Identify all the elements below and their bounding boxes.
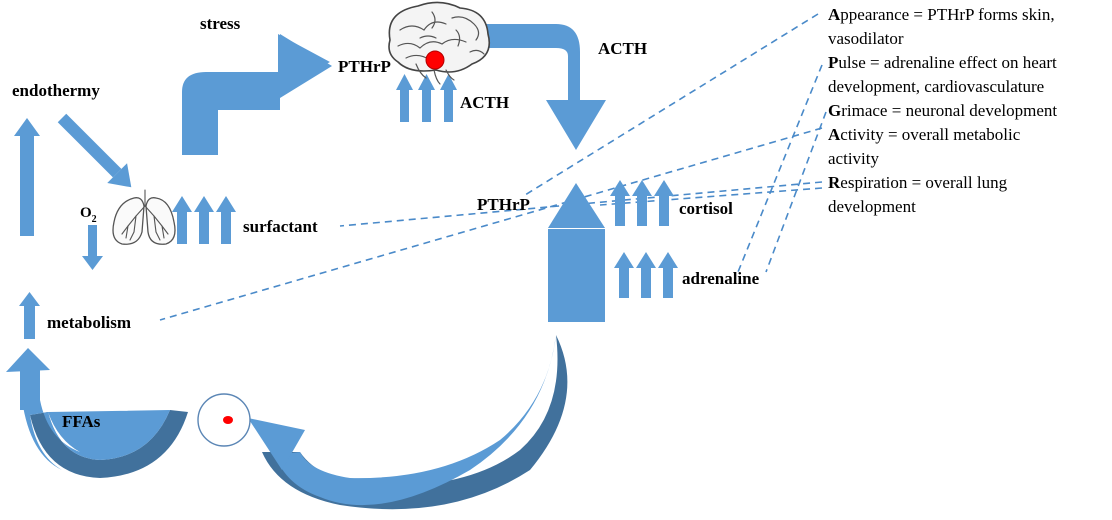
oxygen-down-arrow <box>82 225 103 270</box>
adrenaline-increase-arrows <box>614 252 678 298</box>
adrenal-to-fat-arrowhead <box>248 418 305 470</box>
label-cortisol: cortisol <box>679 199 733 218</box>
surfactant-increase-arrows <box>172 196 236 244</box>
label-acth-top: ACTH <box>598 39 647 58</box>
apgar-line: Appearance = PTHrP forms skin, <box>828 5 1055 24</box>
apgar-line: vasodilator <box>828 29 904 48</box>
label-pthrp-adrenal: PTHrP <box>477 195 530 214</box>
apgar-line: Grimace = neuronal development <box>828 101 1057 120</box>
link-appearance-pthrp <box>524 13 819 196</box>
ffas-arrow <box>22 400 170 470</box>
endothermy-to-lungs-arrow <box>57 113 132 188</box>
adrenal-body <box>548 229 605 322</box>
label-endothermy: endothermy <box>12 81 100 100</box>
pthrp-dot <box>425 50 445 70</box>
label-surfactant: surfactant <box>243 217 318 236</box>
link-grimace-brain <box>765 111 827 273</box>
label-oxygen: O2 <box>80 205 97 225</box>
lungs-icon <box>112 189 176 245</box>
link-activity-metabolism <box>159 127 823 321</box>
ffas-arrow-stem <box>20 370 40 410</box>
cortisol-increase-arrows <box>610 180 674 226</box>
acth-arrow <box>484 24 606 150</box>
apgar-line: Respiration = overall lung <box>828 173 1008 192</box>
apgar-line: activity <box>828 149 879 168</box>
apgar-legend: Appearance = PTHrP forms skin, vasodilat… <box>828 5 1057 216</box>
adrenal-to-fat-arrow <box>275 335 556 506</box>
stress-arrow-body <box>182 34 332 155</box>
link-pulse-adrenaline <box>737 64 823 273</box>
label-acth-brain: ACTH <box>460 93 509 112</box>
label-stress: stress <box>200 14 241 33</box>
ffas-arrow-shadow <box>30 410 188 478</box>
label-pthrp-brain: PTHrP <box>338 57 391 76</box>
apgar-line: Activity = overall metabolic <box>828 125 1021 144</box>
label-adrenaline: adrenaline <box>682 269 760 288</box>
apgar-line: development <box>828 197 916 216</box>
adrenal-triangle <box>548 183 605 228</box>
fat-cell-icon <box>197 393 251 447</box>
brain-icon <box>388 1 491 85</box>
label-ffas: FFAs <box>62 412 101 431</box>
acth-increase-arrows <box>396 74 457 122</box>
ffas-arrowhead <box>6 348 50 372</box>
apgar-line: Pulse = adrenaline effect on heart <box>828 53 1057 72</box>
fat-cell-nucleus <box>223 416 233 424</box>
endothermy-up-arrow <box>14 118 40 236</box>
metabolism-up-arrow <box>19 292 40 339</box>
apgar-line: development, cardiovasculature <box>828 77 1044 96</box>
label-metabolism: metabolism <box>47 313 131 332</box>
